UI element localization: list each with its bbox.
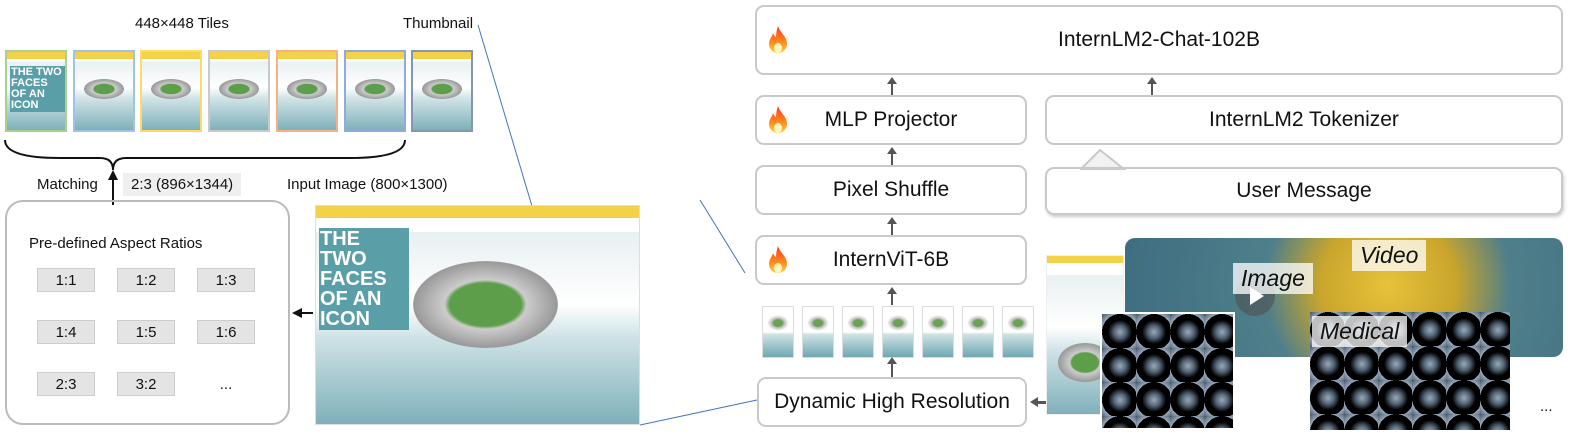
arrow-up — [108, 170, 118, 180]
mlp-projector-box: MLP Projector — [755, 95, 1027, 145]
callout-pointer — [1080, 148, 1127, 170]
aspect-ratio-cell: ... — [219, 375, 233, 393]
tiles-label: 448×448 Tiles — [135, 15, 229, 32]
zoom-line-mid — [699, 199, 746, 274]
matched-ratio: 2:3 (896×1344) — [123, 173, 242, 196]
pixel-shuffle-label: Pixel Shuffle — [832, 178, 950, 201]
dynamic-resolution-box: Dynamic High Resolution — [757, 377, 1027, 427]
arrow-left — [292, 308, 302, 318]
tile-thumbnail — [962, 306, 994, 358]
tile — [140, 50, 202, 132]
tile-thumbnail — [882, 306, 914, 358]
aspect-ratio-cell: 1:6 — [197, 320, 255, 344]
fire-icon — [769, 246, 787, 273]
tokenizer-box: InternLM2 Tokenizer — [1045, 95, 1563, 145]
medical-label: Medical — [1312, 316, 1408, 347]
pixel-shuffle-box: Pixel Shuffle — [755, 165, 1027, 215]
tokenizer-label: InternLM2 Tokenizer — [1209, 108, 1399, 131]
tile — [208, 50, 270, 132]
aspect-ratio-cell: 1:2 — [117, 268, 175, 292]
aspect-ratio-cell: 3:2 — [117, 372, 175, 396]
video-label: Video — [1352, 240, 1427, 271]
tile-thumbnail — [842, 306, 874, 358]
tile-thumbnail — [802, 306, 834, 358]
tile — [344, 50, 406, 132]
llm-label: InternLM2-Chat-102B — [1058, 28, 1260, 51]
input-image: THE TWO FACES OF AN ICON — [315, 205, 640, 425]
tile-thumbnail — [922, 306, 954, 358]
matching-label: Matching — [37, 176, 98, 193]
aspect-ratio-cell: 1:4 — [37, 320, 95, 344]
tile — [73, 50, 135, 132]
brace — [4, 139, 406, 171]
fire-icon — [769, 26, 787, 53]
arrow-left-icon — [1030, 397, 1038, 407]
user-message-label: User Message — [1236, 179, 1372, 202]
llm-box: InternLM2-Chat-102B — [755, 5, 1563, 75]
more-ellipsis: ... — [1540, 398, 1553, 415]
input-image-label: Input Image (800×1300) — [287, 176, 448, 193]
internvit-box: InternViT-6B — [755, 235, 1027, 285]
dynamic-resolution-label: Dynamic High Resolution — [774, 390, 1010, 413]
user-message-box: User Message — [1045, 167, 1563, 215]
tile: THE TWO FACES OF AN ICON — [5, 50, 67, 132]
thumbnail-label: Thumbnail — [403, 15, 474, 32]
aspect-ratio-title: Pre-defined Aspect Ratios — [29, 235, 203, 252]
thumbnail-tile — [411, 50, 473, 132]
fire-icon — [769, 106, 787, 133]
aspect-ratio-panel: Pre-defined Aspect Ratios 1:1 1:2 1:3 1:4 1:… — [5, 200, 290, 425]
aspect-ratio-cell: 2:3 — [37, 372, 95, 396]
tile — [276, 50, 338, 132]
image-label: Image — [1233, 263, 1313, 294]
tile-thumbnail — [1002, 306, 1034, 358]
aspect-ratio-cell: 1:3 — [197, 268, 255, 292]
aspect-ratio-cell: 1:1 — [37, 268, 95, 292]
internvit-label: InternViT-6B — [832, 248, 950, 271]
tile-thumbnail — [762, 306, 794, 358]
zoom-line-bottom — [639, 399, 758, 426]
medical-sample — [1100, 312, 1235, 430]
mlp-projector-label: MLP Projector — [824, 108, 958, 131]
aspect-ratio-cell: 1:5 — [117, 320, 175, 344]
